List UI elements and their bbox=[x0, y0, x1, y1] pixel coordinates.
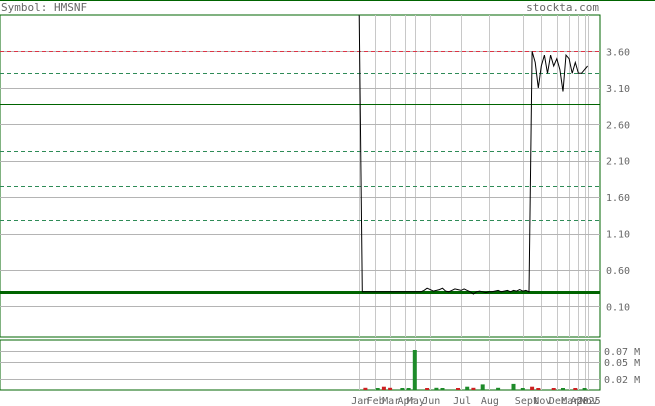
month-label: Aug bbox=[481, 396, 499, 406]
month-label: May bbox=[407, 396, 425, 406]
price-tick-label: 2.10 bbox=[606, 157, 630, 168]
volume-bar bbox=[456, 388, 460, 390]
volume-bar bbox=[363, 387, 368, 390]
month-label: Jun bbox=[422, 396, 440, 406]
volume-bar bbox=[511, 383, 516, 390]
month-label: 2025 bbox=[577, 396, 601, 406]
volume-bar bbox=[434, 387, 439, 390]
volume-panel-frame bbox=[0, 339, 601, 391]
volume-bar bbox=[530, 386, 535, 390]
volume-tick-label: 0.05 M bbox=[604, 358, 640, 369]
volume-bar bbox=[440, 388, 445, 390]
volume-bar bbox=[388, 387, 393, 390]
month-label: Nov bbox=[580, 396, 598, 406]
month-label: Feb bbox=[367, 396, 385, 406]
volume-bar bbox=[536, 388, 541, 390]
volume-bar bbox=[480, 384, 485, 390]
volume-tick-label: 0.02 M bbox=[604, 375, 640, 386]
volume-tick-label: 0.07 M bbox=[604, 347, 640, 358]
month-label: Mar bbox=[382, 396, 400, 406]
volume-bar bbox=[375, 388, 380, 390]
price-tick-label: 1.60 bbox=[606, 193, 630, 204]
price-tick-label: 3.60 bbox=[606, 47, 630, 58]
volume-bar bbox=[406, 388, 411, 390]
month-label: Dec bbox=[549, 396, 567, 406]
volume-axis-labels: 0.07 M0.05 M 0.02 M bbox=[604, 347, 640, 386]
volume-bar bbox=[400, 388, 405, 390]
symbol-label: Symbol: HMSNF bbox=[1, 1, 87, 14]
grid bbox=[0, 15, 600, 390]
price-line bbox=[358, 14, 588, 295]
price-tick-label: 0.60 bbox=[606, 266, 630, 277]
month-label: Jul bbox=[453, 396, 471, 406]
month-label: Sept bbox=[515, 396, 539, 406]
month-label: Apr bbox=[570, 396, 588, 406]
volume-bar bbox=[425, 388, 430, 390]
price-axis-labels: 3.60 3.10 2.60 2.10 1.60 1.10 0.60 0.10 bbox=[606, 47, 630, 313]
price-tick-label: 0.10 bbox=[606, 302, 630, 313]
price-tick-label: 3.10 bbox=[606, 84, 630, 95]
volume-bar bbox=[381, 386, 386, 390]
volume-bar bbox=[471, 387, 476, 390]
volume-bar bbox=[551, 388, 556, 390]
month-label: Apr bbox=[398, 396, 416, 406]
price-tick-label: 2.60 bbox=[606, 120, 630, 131]
price-series bbox=[358, 14, 588, 295]
reference-lines bbox=[0, 51, 600, 294]
volume-bar bbox=[412, 350, 417, 390]
volume-bar bbox=[496, 387, 501, 390]
volume-series bbox=[363, 350, 587, 390]
month-label: Mar bbox=[561, 396, 579, 406]
month-label: Nov bbox=[533, 396, 551, 406]
price-panel-frame bbox=[0, 14, 601, 338]
volume-bar bbox=[582, 388, 587, 390]
volume-bar bbox=[573, 388, 578, 390]
month-label: Jan bbox=[351, 396, 369, 406]
volume-bar bbox=[561, 388, 565, 390]
volume-bar bbox=[465, 386, 470, 390]
volume-bar bbox=[520, 388, 525, 390]
site-name: stockta.com bbox=[526, 1, 599, 14]
price-tick-label: 1.10 bbox=[606, 230, 630, 241]
